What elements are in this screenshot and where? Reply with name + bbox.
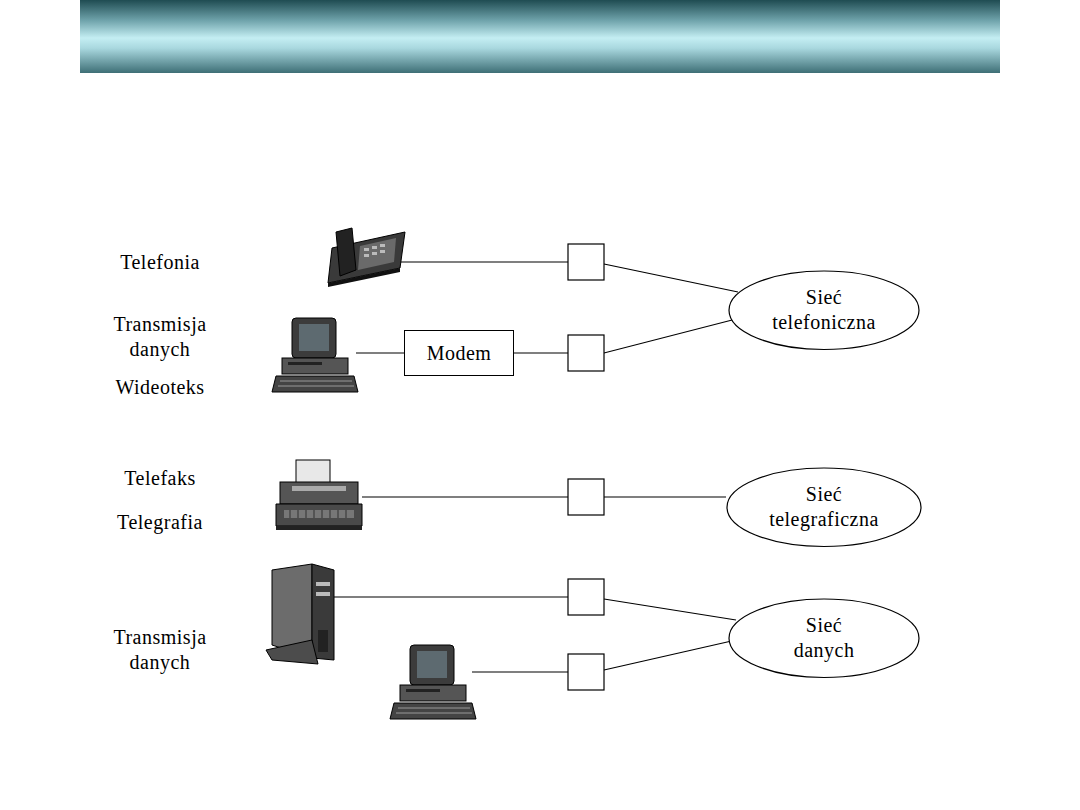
ellipse-outline (726, 467, 922, 548)
wire (604, 264, 738, 292)
service-label: Transmisja danych (113, 625, 206, 675)
service-label: Telefaks (124, 466, 195, 491)
label-text: Transmisja danych (113, 312, 206, 362)
ellipse-outline (728, 598, 920, 679)
wire (604, 599, 736, 620)
label-text: Wideoteks (115, 375, 204, 400)
network-ellipse: Sieć telegraficzna (726, 467, 922, 548)
wire (604, 640, 736, 670)
node-text: Sieć danych (794, 613, 855, 663)
header-bar (80, 0, 1000, 73)
terminal-square (568, 335, 604, 371)
node-text: Sieć telefoniczna (772, 285, 876, 335)
telephone-icon (328, 228, 405, 287)
node-text: Modem (427, 341, 492, 366)
wire (604, 496, 726, 497)
wire (400, 261, 568, 262)
terminal-square (568, 479, 604, 515)
network-ellipse: Sieć telefoniczna (728, 270, 920, 351)
computer-icon (390, 645, 476, 719)
label-text: Telefonia (120, 250, 200, 275)
service-label: Telefonia (120, 250, 200, 275)
label-text: Telegrafia (117, 510, 203, 535)
label-text: Telefaks (124, 466, 195, 491)
service-label: Transmisja danych (113, 312, 206, 362)
computer-icon (272, 318, 358, 392)
connector-line (514, 320, 732, 353)
label-text: Transmisja danych (113, 625, 206, 675)
modem-box: Modem (404, 330, 514, 376)
network-ellipse: Sieć danych (728, 598, 920, 679)
service-label: Telegrafia (117, 510, 203, 535)
service-label: Wideoteks (115, 375, 204, 400)
terminal-square (568, 654, 604, 690)
terminal-square (568, 579, 604, 615)
terminal-square (568, 244, 604, 280)
wire (356, 352, 404, 353)
wire (333, 596, 568, 597)
ellipse-outline (728, 270, 920, 351)
server-tower-icon (266, 564, 334, 664)
wire (472, 671, 568, 672)
fax-icon (276, 460, 362, 530)
node-text: Sieć telegraficzna (769, 482, 879, 532)
wire (362, 496, 568, 497)
